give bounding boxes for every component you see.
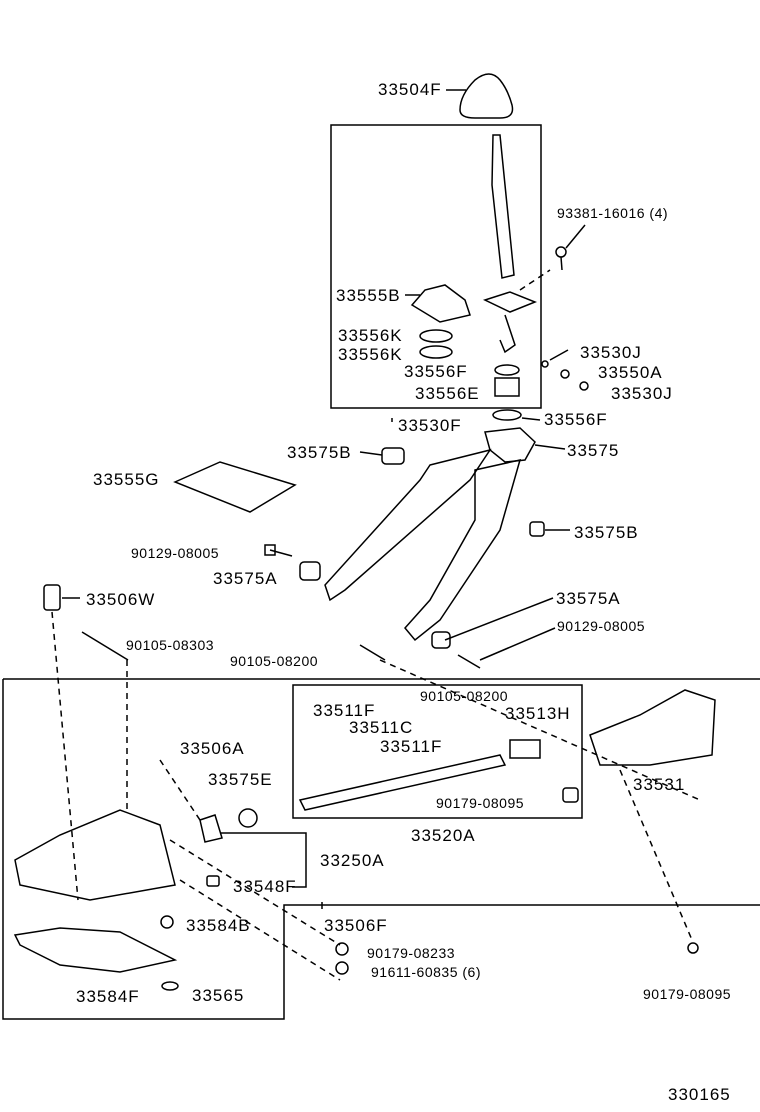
part-label: 33556F xyxy=(544,410,608,429)
boot-drawing xyxy=(410,284,471,323)
part-label: 90105-08200 xyxy=(420,688,509,704)
part-label: 33555G xyxy=(93,470,160,489)
part-label: 33531 xyxy=(633,775,686,794)
part-label: 33550A xyxy=(598,363,663,382)
housing-assembly-box xyxy=(2,678,760,1020)
part-label: 33575B xyxy=(287,443,352,462)
part-label: 91611-60835 (6) xyxy=(371,964,481,980)
part-label: 33511C xyxy=(349,718,414,737)
part-label: 33530F xyxy=(398,416,462,435)
part-label: 33511F xyxy=(313,701,376,720)
diagram-id: 330165 xyxy=(668,1085,731,1104)
part-label: 33575B xyxy=(574,523,639,542)
part-label: 33556F xyxy=(404,362,468,381)
part-label: 90179-08233 xyxy=(367,945,456,961)
part-label: 33530J xyxy=(611,384,673,403)
part-label: 33504F xyxy=(378,80,442,99)
housing-drawing xyxy=(14,809,176,901)
part-label: 33530J xyxy=(580,343,642,362)
part-label: 33575 xyxy=(567,441,620,460)
lever-arm-1 xyxy=(324,448,492,602)
shift-knob-drawing xyxy=(459,73,514,119)
part-label: 33575A xyxy=(213,569,278,588)
part-label: 90179-08095 xyxy=(436,795,525,811)
part-label: 33556K xyxy=(338,345,403,364)
part-label: 33556E xyxy=(415,384,480,403)
part-label: 33548F xyxy=(233,877,297,896)
part-label: 33250A xyxy=(320,851,385,870)
part-label: 33506W xyxy=(86,590,156,609)
part-label: 33584B xyxy=(186,916,251,935)
part-label: 90179-08095 xyxy=(643,986,732,1002)
part-label: 90129-08005 xyxy=(557,618,646,634)
part-label: 90129-08005 xyxy=(131,545,220,561)
part-label: 33575E xyxy=(208,770,273,789)
part-label: 33575A xyxy=(556,589,621,608)
part-label: 33555B xyxy=(336,286,401,305)
seal-plate-drawing xyxy=(173,461,297,513)
part-label: 90105-08200 xyxy=(230,653,319,669)
part-label: 33584F xyxy=(76,987,140,1006)
gasket-drawing xyxy=(13,927,178,973)
bracket-33531-drawing xyxy=(589,689,716,766)
part-label: 33520A xyxy=(411,826,476,845)
part-label: 33506A xyxy=(180,739,245,758)
part-label: 93381-16016 (4) xyxy=(557,205,669,221)
shift-rod-box xyxy=(292,684,583,819)
part-label: 90105-08303 xyxy=(126,637,215,653)
part-label: 33511F xyxy=(380,737,443,756)
part-label: 33506F xyxy=(324,916,388,935)
shift-lever-assembly-box xyxy=(330,124,542,409)
lever-arm-2 xyxy=(404,458,522,642)
shift-lever-drawing xyxy=(491,134,515,279)
shift-lever-retainer xyxy=(484,427,536,463)
shift-rod-drawing xyxy=(298,754,507,811)
part-label: 33513H xyxy=(505,704,571,723)
part-label: 33565 xyxy=(192,986,245,1005)
part-label: 33556K xyxy=(338,326,403,345)
